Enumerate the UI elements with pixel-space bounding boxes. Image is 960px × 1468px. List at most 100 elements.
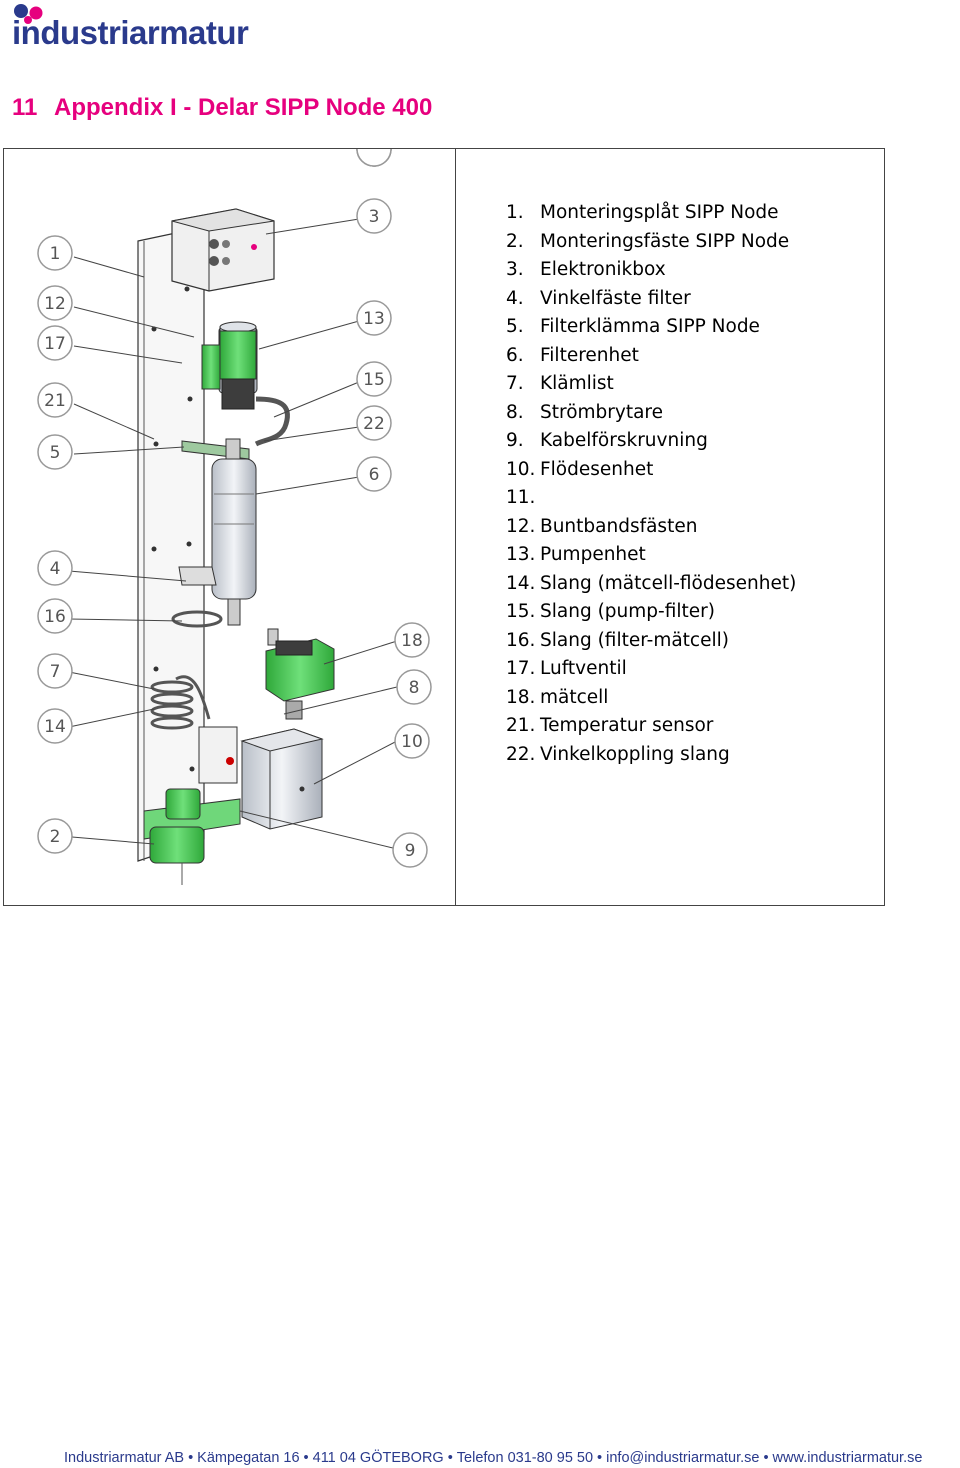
flow-unit	[198, 726, 324, 830]
part-number: 9.	[506, 430, 524, 451]
part-name: Vinkelfäste filter	[540, 287, 691, 309]
part-name: Luftventil	[540, 658, 627, 679]
list-item: 21.Temperatur sensor	[506, 712, 796, 741]
list-item: 3. Elektronikbox	[506, 256, 796, 285]
footer-separator: •	[597, 1450, 603, 1466]
callout-circle	[394, 622, 430, 658]
callout-number: 6	[369, 465, 380, 485]
part-name: Pumpenhet	[540, 544, 646, 565]
part-number: 21.	[506, 715, 536, 736]
callout-number: 5	[50, 443, 61, 463]
callout-number: 13	[363, 309, 385, 329]
part-number: 10.	[506, 458, 536, 480]
part-number: 22.	[506, 743, 536, 765]
callout-circle	[37, 285, 73, 321]
callout-number: 1	[50, 244, 61, 264]
footer-separator: •	[188, 1450, 194, 1466]
pump-unit	[201, 321, 290, 447]
footer-separator: •	[447, 1450, 453, 1466]
list-item: 18.mätcell	[506, 684, 796, 713]
part-number: 17.	[506, 658, 536, 679]
callout-circle	[392, 832, 428, 868]
callout-number: 3	[369, 207, 380, 227]
footer-item: 411 04 GÖTEBORG	[312, 1450, 444, 1466]
part-name: Kabelförskruvning	[540, 430, 708, 451]
callout-circle	[356, 149, 392, 167]
callout-number: 2	[50, 827, 61, 847]
callout-circle	[394, 723, 430, 759]
part-name: Monteringsfäste SIPP Node	[540, 230, 790, 252]
callout-circle	[356, 456, 392, 492]
callout-number: 22	[363, 414, 385, 434]
part-number: 13.	[506, 544, 536, 565]
part-number: 15.	[506, 601, 536, 622]
part-name: mätcell	[540, 686, 609, 708]
part-name: Filterenhet	[540, 344, 639, 366]
list-item: 1. Monteringsplåt SIPP Node	[506, 199, 796, 228]
list-item: 11.	[506, 484, 796, 513]
section-title: Appendix I - Delar SIPP Node 400	[54, 94, 433, 121]
part-number: 1.	[506, 202, 524, 223]
part-number: 11.	[506, 487, 536, 508]
hose-loop	[171, 610, 223, 628]
footer-website-link[interactable]: www.industriarmatur.se	[772, 1450, 923, 1466]
part-name: Monteringsplåt SIPP Node	[540, 202, 779, 223]
measuring-cell	[265, 628, 335, 720]
list-item: 16.Slang (filter-mätcell)	[506, 627, 796, 656]
logo-dots-icon	[14, 4, 43, 24]
part-name: Buntbandsfästen	[540, 515, 698, 537]
filter-unit	[178, 438, 257, 626]
list-item: 9. Kabelförskruvning	[506, 427, 796, 456]
part-name: Elektronikbox	[540, 259, 666, 280]
coil	[150, 675, 211, 730]
callout-number: 10	[401, 732, 423, 752]
part-number: 16.	[506, 629, 536, 651]
part-number: 3.	[506, 259, 524, 280]
callout-leaders	[68, 218, 398, 850]
part-number: 6.	[506, 344, 524, 366]
footer-item: Telefon 031-80 95 50	[456, 1450, 594, 1466]
list-item: 15.Slang (pump-filter)	[506, 598, 796, 627]
list-item: 12.Buntbandsfästen	[506, 513, 796, 542]
callout-number: 18	[401, 631, 423, 651]
callout-number: 15	[363, 370, 385, 390]
callout-number: 12	[44, 294, 66, 314]
part-name: Slang (mätcell-flödesenhet)	[540, 572, 797, 594]
callout-circle	[37, 708, 73, 744]
list-item: 7.Klämlist	[506, 370, 796, 399]
callout-circle	[356, 198, 392, 234]
list-item: 17.Luftventil	[506, 655, 796, 684]
callout-number: 17	[44, 334, 66, 354]
footer-separator: •	[303, 1450, 309, 1466]
callout-circle	[356, 361, 392, 397]
list-item: 6. Filterenhet	[506, 342, 796, 371]
logo-text: industriarmatur	[12, 14, 249, 51]
mounting-plate	[137, 226, 205, 862]
list-item: 10.Flödesenhet	[506, 456, 796, 485]
part-number: 8.	[506, 401, 524, 423]
list-item: 13.Pumpenhet	[506, 541, 796, 570]
callout-number: 4	[50, 559, 61, 579]
part-name: Vinkelkoppling slang	[540, 743, 730, 765]
callout-circle	[37, 550, 73, 586]
footer-separator: •	[763, 1450, 769, 1466]
list-item: 8. Strömbrytare	[506, 399, 796, 428]
callout-circle	[356, 300, 392, 336]
part-name: Strömbrytare	[540, 401, 664, 423]
table-divider	[455, 149, 456, 905]
part-name: Temperatur sensor	[540, 715, 714, 736]
list-item: 5.Filterklämma SIPP Node	[506, 313, 796, 342]
bottom-bracket	[143, 788, 241, 885]
callout-circle	[356, 405, 392, 441]
part-number: 18.	[506, 686, 536, 708]
part-name: Slang (filter-mätcell)	[540, 629, 729, 651]
callout-number: 8	[409, 678, 420, 698]
callout-circle	[37, 235, 73, 271]
callout-number: 9	[405, 841, 416, 861]
list-item: 14.Slang (mätcell-flödesenhet)	[506, 570, 796, 599]
footer-email-link[interactable]: info@industriarmatur.se	[606, 1450, 760, 1466]
